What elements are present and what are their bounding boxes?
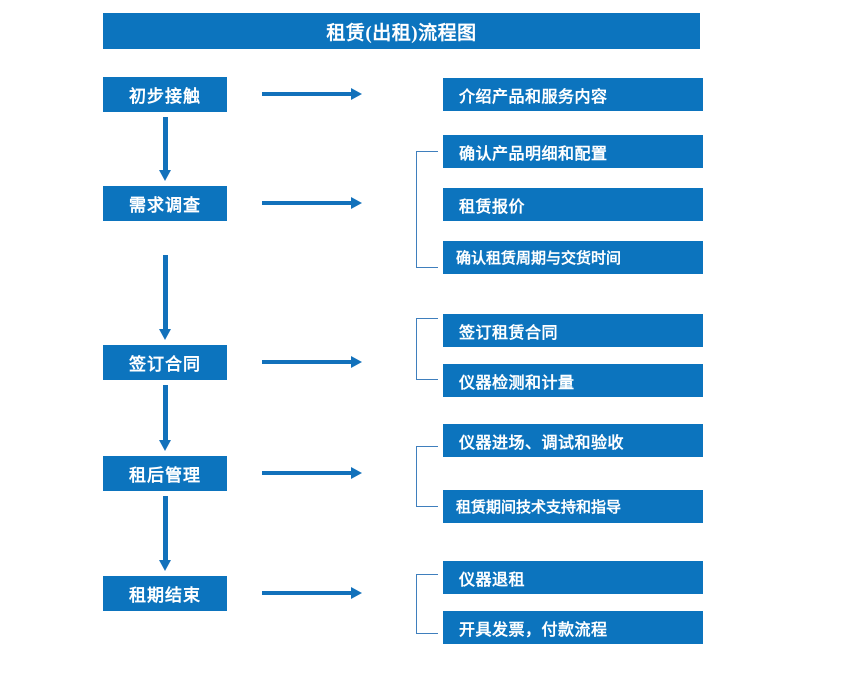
detail-box-3-1[interactable]: 签订租赁合同 bbox=[443, 314, 703, 347]
horizontal-arrow-5 bbox=[262, 587, 362, 599]
detail-box-4-1[interactable]: 仪器进场、调试和验收 bbox=[443, 424, 703, 457]
vertical-arrow-4 bbox=[159, 496, 171, 571]
horizontal-arrow-4 bbox=[262, 467, 362, 479]
group-bracket-4 bbox=[416, 446, 438, 507]
stage-box-5[interactable]: 租期结束 bbox=[103, 576, 227, 611]
detail-box-1-1[interactable]: 介绍产品和服务内容 bbox=[443, 78, 703, 111]
horizontal-arrow-3 bbox=[262, 356, 362, 368]
detail-box-5-2[interactable]: 开具发票，付款流程 bbox=[443, 611, 703, 644]
detail-box-3-2[interactable]: 仪器检测和计量 bbox=[443, 364, 703, 397]
vertical-arrow-2 bbox=[159, 255, 171, 340]
stage-box-2[interactable]: 需求调查 bbox=[103, 186, 227, 221]
stage-box-4[interactable]: 租后管理 bbox=[103, 456, 227, 491]
horizontal-arrow-1 bbox=[262, 88, 362, 100]
detail-box-2-1[interactable]: 确认产品明细和配置 bbox=[443, 135, 703, 168]
group-bracket-2 bbox=[416, 151, 438, 268]
vertical-arrow-1 bbox=[159, 117, 171, 181]
detail-box-2-2[interactable]: 租赁报价 bbox=[443, 188, 703, 221]
detail-box-2-3[interactable]: 确认租赁周期与交货时间 bbox=[443, 241, 703, 274]
page-title: 租赁(出租)流程图 bbox=[103, 13, 700, 49]
group-bracket-3 bbox=[416, 318, 438, 380]
horizontal-arrow-2 bbox=[262, 197, 362, 209]
detail-box-4-2[interactable]: 租赁期间技术支持和指导 bbox=[443, 490, 703, 523]
detail-box-5-1[interactable]: 仪器退租 bbox=[443, 561, 703, 594]
stage-box-3[interactable]: 签订合同 bbox=[103, 345, 227, 380]
stage-box-1[interactable]: 初步接触 bbox=[103, 77, 227, 112]
vertical-arrow-3 bbox=[159, 385, 171, 451]
group-bracket-5 bbox=[416, 574, 438, 634]
